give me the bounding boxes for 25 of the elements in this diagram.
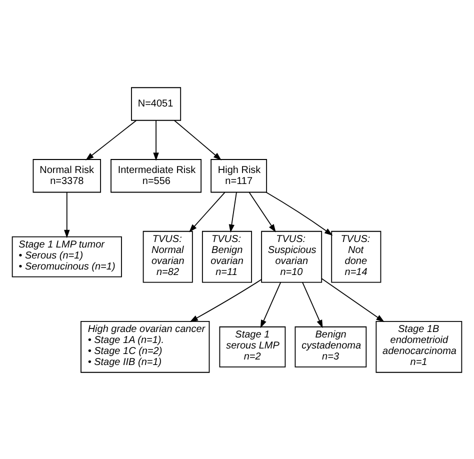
node-box: TVUS: Normal ovarian n=82 (142, 230, 193, 282)
node-box: Stage 1 serous LMP n=2 (219, 326, 286, 367)
arrow (153, 120, 159, 160)
arrow (190, 278, 262, 322)
node-box: High Risk n=117 (210, 158, 268, 192)
node-box: TVUS: Suspicious ovarian n=10 (261, 230, 322, 282)
node-box: N=4051 (131, 86, 182, 120)
node-box: TVUS: Not done n=14 (331, 230, 382, 282)
arrow (228, 191, 237, 232)
node-box: Benign cystadenoma n=3 (294, 326, 367, 367)
arrow (174, 120, 222, 160)
arrow (86, 120, 137, 160)
arrow (266, 191, 333, 236)
node-box: Stage 1 LMP tumor • Serous (n=1) • Seromucinous (n=1) (12, 236, 122, 277)
node-box: Intermediate Risk n=556 (110, 158, 202, 192)
arrow (260, 281, 282, 328)
arrow (302, 281, 323, 328)
arrow (248, 191, 276, 232)
node-box: Normal Risk n=3378 (32, 158, 101, 192)
arrow (64, 191, 70, 238)
node-box: TVUS: Benign ovarian n=11 (202, 230, 252, 282)
arrow (321, 278, 384, 322)
node-box: High grade ovarian cancer • Stage 1A (n=1). • Stage 1C (n=2) • Stage IIB (n=1) (80, 320, 210, 372)
arrow (189, 191, 226, 232)
node-box: Stage 1B endometrioid adenocarcinoma n=1 (376, 320, 462, 372)
